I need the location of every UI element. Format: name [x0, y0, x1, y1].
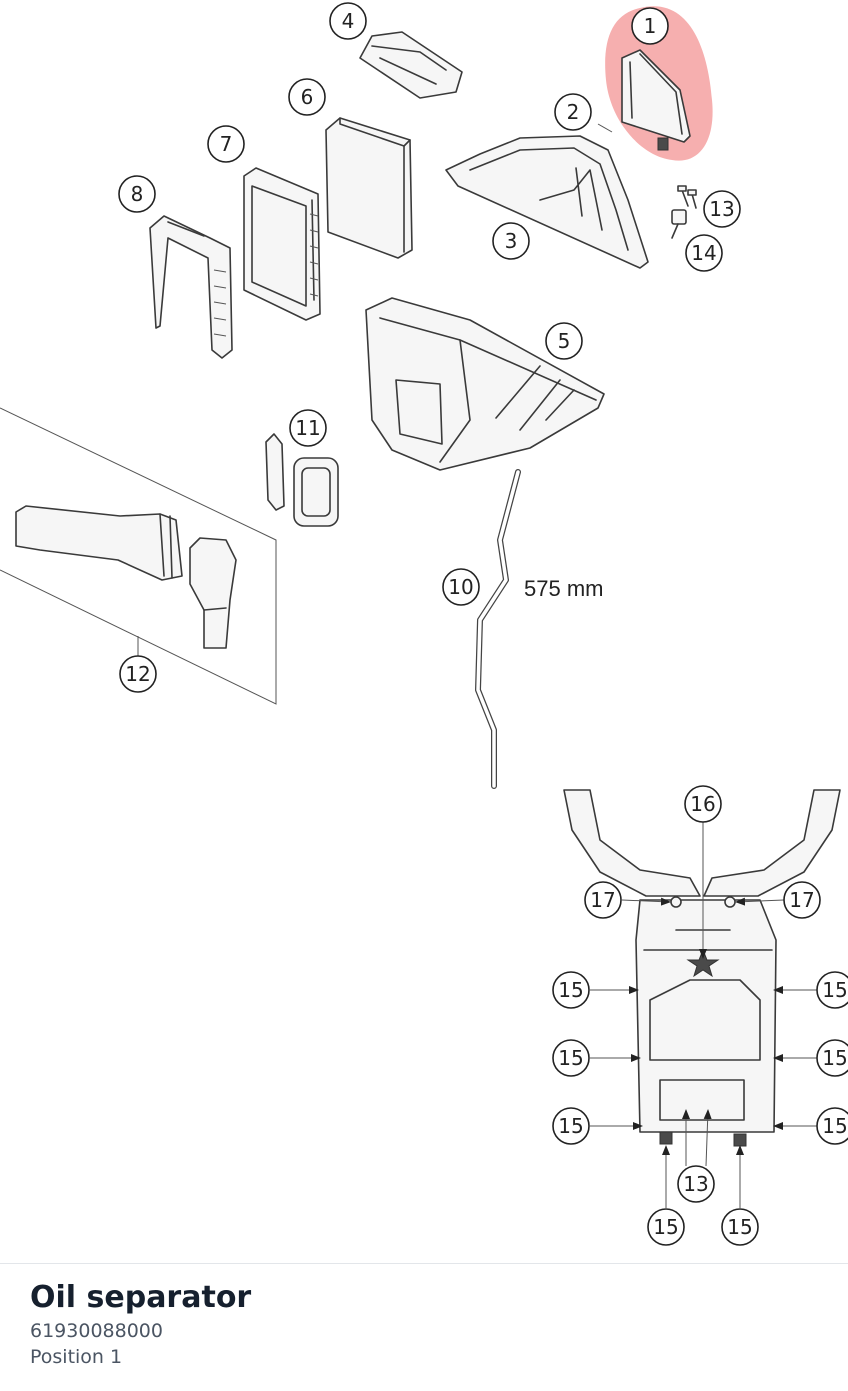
part-number: 61930088000	[30, 1320, 163, 1342]
svg-text:15: 15	[822, 978, 847, 1002]
svg-text:8: 8	[131, 182, 144, 206]
part-position: Position 1	[30, 1346, 123, 1368]
svg-text:15: 15	[822, 1046, 847, 1070]
callout-17-left[interactable]: 17	[584, 881, 622, 919]
svg-text:6: 6	[301, 85, 314, 109]
leader-line-2	[597, 123, 613, 133]
svg-text:14: 14	[691, 241, 716, 265]
callout-17-right[interactable]: 17	[783, 881, 821, 919]
part-5-lower-housing[interactable]	[365, 297, 605, 471]
svg-text:2: 2	[567, 100, 580, 124]
callout-arrows	[590, 822, 818, 1208]
callout-13-assembled[interactable]: 13	[677, 1165, 715, 1203]
callout-15-left-2[interactable]: 15	[552, 1039, 590, 1077]
svg-text:11: 11	[295, 416, 320, 440]
callout-6[interactable]: 6	[288, 78, 326, 116]
svg-text:1: 1	[644, 14, 657, 38]
callout-10[interactable]: 10	[442, 568, 480, 606]
part-13-screws[interactable]	[677, 185, 697, 209]
callout-15-left-3[interactable]: 15	[552, 1107, 590, 1145]
svg-text:15: 15	[727, 1215, 752, 1239]
part-12-intake-ducts[interactable]	[0, 407, 277, 705]
part-14-valve[interactable]	[671, 209, 687, 239]
svg-text:17: 17	[590, 888, 615, 912]
part-3-upper-housing[interactable]	[445, 135, 649, 269]
callout-1[interactable]: 1	[631, 7, 669, 45]
part-title: Oil separator	[30, 1280, 252, 1315]
assembled-view[interactable]	[563, 789, 841, 1147]
part-4-cover[interactable]	[359, 31, 463, 99]
svg-text:16: 16	[690, 792, 715, 816]
svg-text:5: 5	[558, 329, 571, 353]
part-6-filter-element[interactable]	[325, 117, 413, 259]
part-11-seals[interactable]	[265, 433, 339, 527]
part-info-panel: Oil separator 61930088000 Position 1	[0, 1263, 848, 1391]
svg-text:17: 17	[789, 888, 814, 912]
callout-15-bottom-right[interactable]: 15	[721, 1208, 759, 1246]
callout-5[interactable]: 5	[545, 322, 583, 360]
callout-15-right-2[interactable]: 15	[816, 1039, 848, 1077]
callout-12[interactable]: 12	[119, 655, 157, 693]
callout-7[interactable]: 7	[207, 125, 245, 163]
callout-15-right-1[interactable]: 15	[816, 971, 848, 1009]
exploded-parts-diagram: 575 mm 1 2 3 4 5 6 7 8 10 11	[0, 2, 848, 1246]
callout-4[interactable]: 4	[329, 2, 367, 40]
callout-15-right-3[interactable]: 15	[816, 1107, 848, 1145]
svg-text:15: 15	[558, 978, 583, 1002]
callout-11[interactable]: 11	[289, 409, 327, 447]
svg-text:10: 10	[448, 575, 473, 599]
svg-text:15: 15	[558, 1046, 583, 1070]
callout-15-bottom-left[interactable]: 15	[647, 1208, 685, 1246]
callout-13[interactable]: 13	[703, 190, 741, 228]
svg-text:15: 15	[558, 1114, 583, 1138]
part-7-filter-frame[interactable]	[243, 167, 321, 321]
svg-text:13: 13	[683, 1172, 708, 1196]
svg-text:3: 3	[505, 229, 518, 253]
callout-16[interactable]: 16	[684, 785, 722, 823]
svg-text:7: 7	[220, 132, 233, 156]
svg-text:15: 15	[653, 1215, 678, 1239]
hose-length-label: 575 mm	[524, 576, 603, 601]
svg-text:15: 15	[822, 1114, 847, 1138]
part-10-hose[interactable]	[475, 469, 521, 789]
callout-2[interactable]: 2	[554, 93, 592, 131]
callout-15-left-1[interactable]: 15	[552, 971, 590, 1009]
svg-text:12: 12	[125, 662, 150, 686]
svg-text:13: 13	[709, 197, 734, 221]
svg-text:4: 4	[342, 9, 355, 33]
callout-8[interactable]: 8	[118, 175, 156, 213]
callout-14[interactable]: 14	[685, 234, 723, 272]
callout-3[interactable]: 3	[492, 222, 530, 260]
part-8-frame-insert[interactable]	[149, 215, 233, 359]
part-1-oil-separator[interactable]	[621, 49, 691, 151]
